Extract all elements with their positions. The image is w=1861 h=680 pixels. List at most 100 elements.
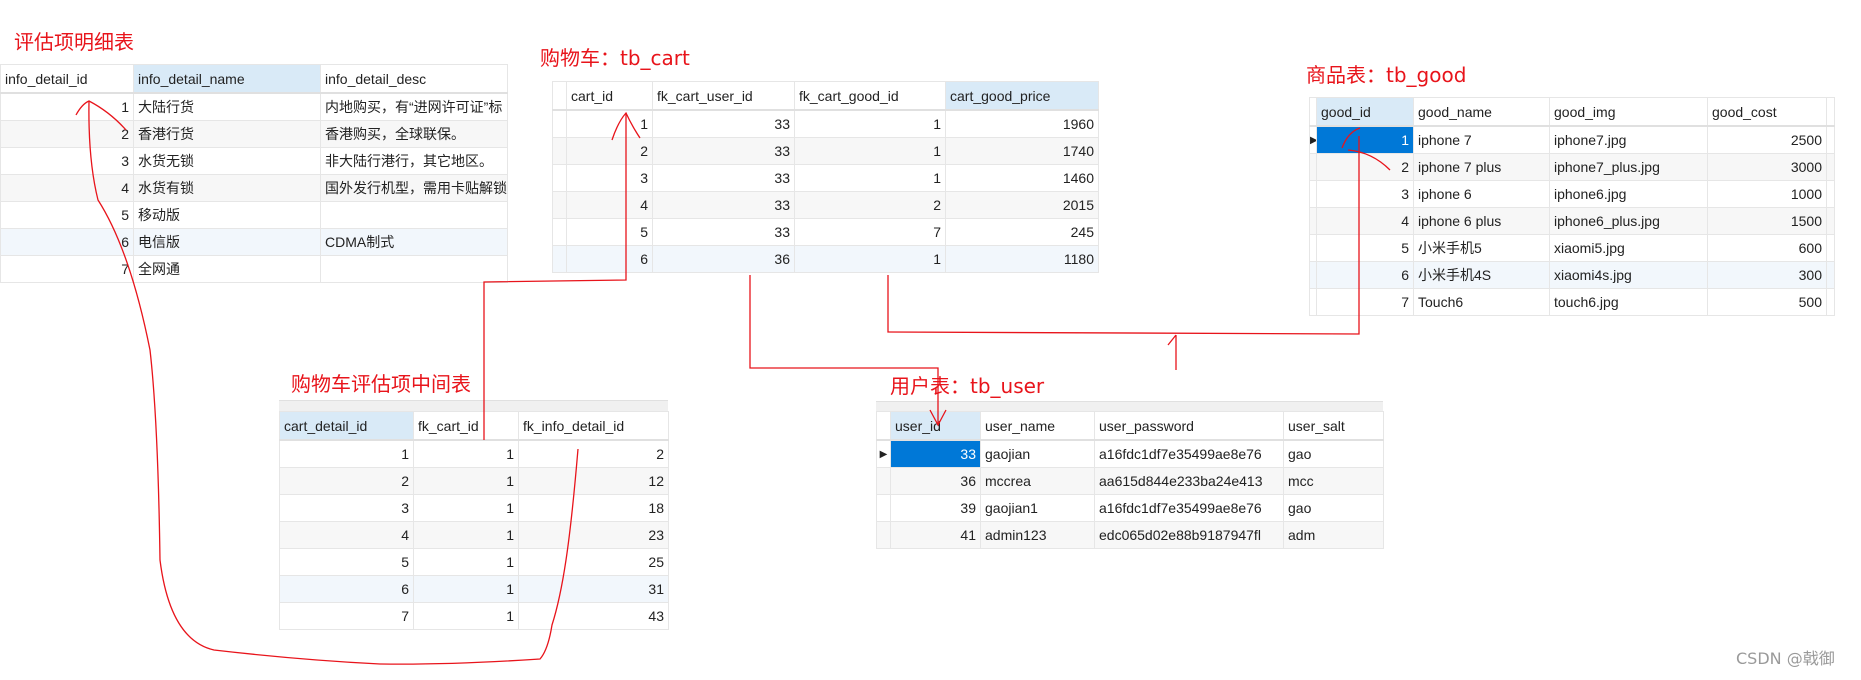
cell-fk-cart-id[interactable]: 1: [413, 467, 519, 495]
cell-cart-id[interactable]: 3: [566, 164, 653, 192]
column-header-fk-cart-user-id[interactable]: fk_cart_user_id: [652, 81, 795, 111]
cell-info-detail-id[interactable]: 4: [0, 174, 134, 202]
cell-info-detail-id[interactable]: 5: [0, 201, 134, 229]
cell-info-detail-desc[interactable]: 非大陆行港行，其它地区。: [320, 147, 508, 175]
cell-info-detail-id[interactable]: 1: [0, 92, 134, 121]
cell-good-img[interactable]: iphone7_plus.jpg: [1549, 153, 1708, 181]
row-selector[interactable]: [876, 494, 891, 522]
cell-cart-good-price[interactable]: 1740: [945, 137, 1099, 165]
cell-cart-good-price[interactable]: 1460: [945, 164, 1099, 192]
cell-info-detail-desc[interactable]: CDMA制式: [320, 228, 508, 256]
cell-cart-good-price[interactable]: 1180: [945, 245, 1099, 273]
row-selector[interactable]: [552, 218, 567, 246]
column-header-user-id[interactable]: user_id: [890, 411, 981, 441]
row-selector[interactable]: [876, 467, 891, 495]
cell-user-name[interactable]: gaojian: [980, 439, 1095, 468]
cell-fk-cart-user-id[interactable]: 33: [652, 164, 795, 192]
cell-info-detail-desc[interactable]: [320, 201, 508, 229]
cell-good-name[interactable]: Touch6: [1413, 288, 1550, 316]
cell-good-id[interactable]: 1: [1316, 125, 1414, 154]
row-selector[interactable]: [1309, 180, 1317, 208]
cell-good-img[interactable]: touch6.jpg: [1549, 288, 1708, 316]
cell-info-detail-name[interactable]: 大陆行货: [133, 92, 321, 121]
cell-good-cost[interactable]: 3000: [1707, 153, 1827, 181]
cell-fk-cart-id[interactable]: 1: [413, 548, 519, 576]
cell-good-id[interactable]: 3: [1316, 180, 1414, 208]
cell-user-id[interactable]: 41: [890, 521, 981, 549]
cell-cart-good-price[interactable]: 2015: [945, 191, 1099, 219]
cell-user-id[interactable]: 39: [890, 494, 981, 522]
cell-good-img[interactable]: xiaomi5.jpg: [1549, 234, 1708, 262]
cell-fk-info-detail-id[interactable]: 31: [518, 575, 669, 603]
column-header-user-name[interactable]: user_name: [980, 411, 1095, 441]
column-header-good-cost[interactable]: good_cost: [1707, 97, 1827, 127]
cell-partial[interactable]: [1826, 261, 1835, 289]
cell-user-name[interactable]: mccrea: [980, 467, 1095, 495]
column-header-info-detail-desc[interactable]: info_detail_desc: [320, 64, 508, 94]
cell-fk-cart-user-id[interactable]: 33: [652, 137, 795, 165]
cell-fk-cart-id[interactable]: 1: [413, 602, 519, 630]
cell-info-detail-id[interactable]: 3: [0, 147, 134, 175]
cell-cart-id[interactable]: 4: [566, 191, 653, 219]
cell-fk-cart-id[interactable]: 1: [413, 439, 519, 468]
row-selector[interactable]: [1309, 153, 1317, 181]
cell-good-img[interactable]: iphone7.jpg: [1549, 125, 1708, 154]
column-header-cart-detail-id[interactable]: cart_detail_id: [279, 411, 414, 441]
row-selector[interactable]: [1309, 261, 1317, 289]
row-selector[interactable]: [552, 191, 567, 219]
cell-cart-id[interactable]: 1: [566, 109, 653, 138]
cell-cart-detail-id[interactable]: 7: [279, 602, 414, 630]
cell-fk-cart-user-id[interactable]: 36: [652, 245, 795, 273]
cell-fk-cart-user-id[interactable]: 33: [652, 191, 795, 219]
column-header-fk-cart-id[interactable]: fk_cart_id: [413, 411, 519, 441]
row-selector[interactable]: [552, 245, 567, 273]
cell-good-id[interactable]: 4: [1316, 207, 1414, 235]
current-row-pointer-icon[interactable]: ▶: [876, 439, 891, 468]
column-header-cart-id[interactable]: cart_id: [566, 81, 653, 111]
cell-fk-cart-good-id[interactable]: 1: [794, 245, 946, 273]
cell-user-salt[interactable]: gao: [1283, 494, 1384, 522]
cell-good-img[interactable]: xiaomi4s.jpg: [1549, 261, 1708, 289]
good-grid[interactable]: good_idgood_namegood_imggood_cost▶1iphon…: [1309, 97, 1835, 316]
cell-info-detail-id[interactable]: 2: [0, 120, 134, 148]
cell-cart-detail-id[interactable]: 6: [279, 575, 414, 603]
cell-fk-cart-id[interactable]: 1: [413, 521, 519, 549]
cell-fk-info-detail-id[interactable]: 18: [518, 494, 669, 522]
cell-info-detail-name[interactable]: 全网通: [133, 255, 321, 283]
cell-fk-cart-good-id[interactable]: 1: [794, 137, 946, 165]
cell-good-id[interactable]: 7: [1316, 288, 1414, 316]
column-header-good-img[interactable]: good_img: [1549, 97, 1708, 127]
cell-cart-id[interactable]: 2: [566, 137, 653, 165]
column-header-cart-good-price[interactable]: cart_good_price: [945, 81, 1099, 111]
cell-info-detail-name[interactable]: 移动版: [133, 201, 321, 229]
column-header-user-salt[interactable]: user_salt: [1283, 411, 1384, 441]
cell-user-password[interactable]: edc065d02e88b9187947fl: [1094, 521, 1284, 549]
cell-fk-cart-good-id[interactable]: 1: [794, 109, 946, 138]
cell-cart-good-price[interactable]: 1960: [945, 109, 1099, 138]
cell-user-password[interactable]: a16fdc1df7e35499ae8e76: [1094, 494, 1284, 522]
cell-good-name[interactable]: 小米手机4S: [1413, 261, 1550, 289]
cell-partial[interactable]: [1826, 288, 1835, 316]
cell-info-detail-name[interactable]: 水货无锁: [133, 147, 321, 175]
cell-good-name[interactable]: iphone 6 plus: [1413, 207, 1550, 235]
cell-good-cost[interactable]: 2500: [1707, 125, 1827, 154]
